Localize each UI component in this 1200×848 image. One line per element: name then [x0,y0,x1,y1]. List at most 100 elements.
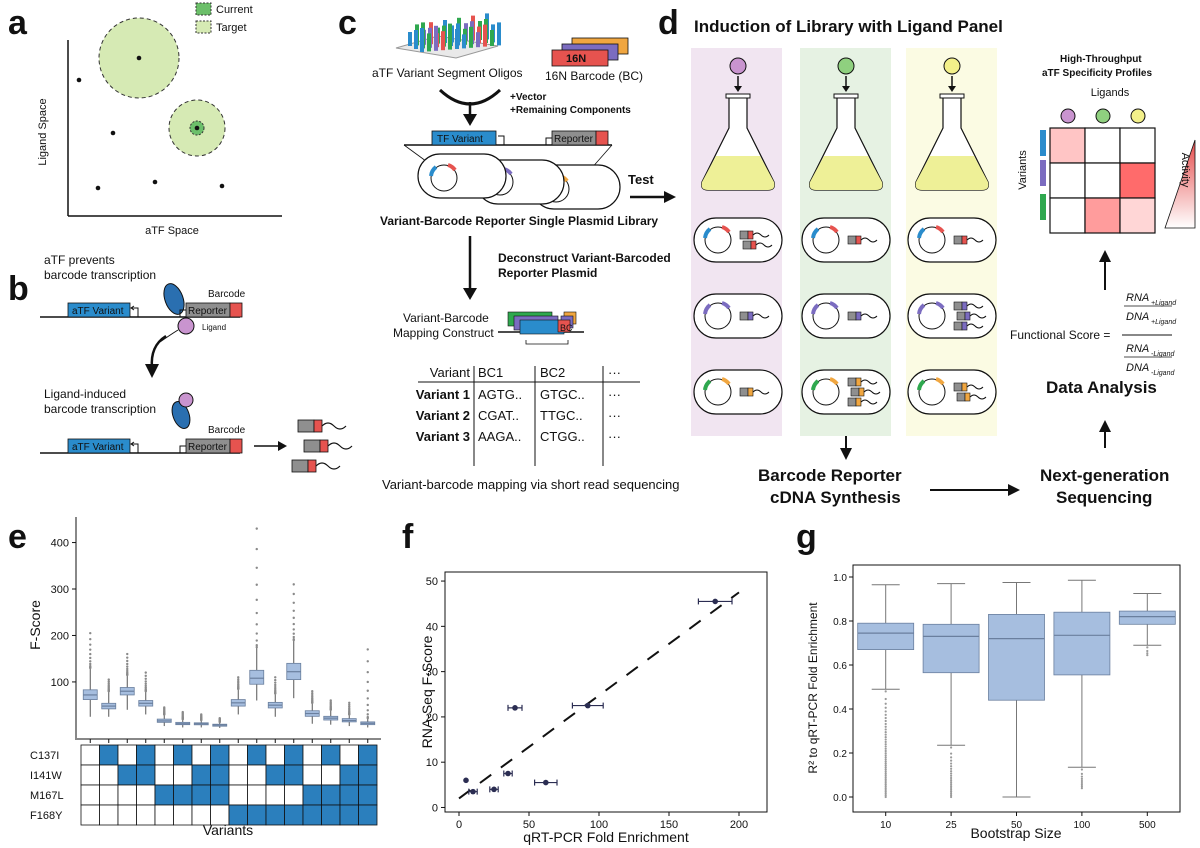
e-matrix-cell [358,764,378,786]
ligand-arrowhead [842,86,850,92]
e-mutation-label: I141W [30,770,62,782]
transcript-barcode [855,311,862,321]
b-transcripts [291,419,353,473]
d-score-label: Functional Score = [1010,328,1110,342]
oligo-strand [462,34,466,49]
e-matrix-cell [80,804,100,826]
panel-c: aTF Variant Segment Oligos 16N 16N Barco… [372,13,680,492]
e-ytick-label: 100 [51,677,69,689]
f-point [712,598,718,605]
b-reporter-label: Reporter [188,306,228,317]
e-ylabel: F-Score [27,600,43,650]
e-outlier [89,662,92,666]
e-outlier [144,682,147,686]
transcript-barcode [964,392,971,402]
g-ytick-label: 0.0 [833,793,847,804]
e-outlier [255,611,258,615]
g-outlier [884,774,887,777]
c-row1-name: Variant 1 [416,387,470,402]
c-mapping-variants [519,319,565,335]
c-row2-bc2: TTGC.. [540,408,583,423]
oligo-strand [441,31,445,51]
cell [693,293,783,339]
g-outlier [884,690,887,693]
variant-points [76,55,225,191]
heatmap-cell [1084,197,1121,234]
transcript-barcode [961,382,968,392]
e-outlier [144,677,147,680]
e-outlier [292,616,295,620]
g-outlier [950,784,953,788]
g-xlabel: Bootstrap Size [970,825,1061,841]
g-outlier [950,783,953,786]
e-matrix-cell [284,804,304,826]
oligo-strand [414,30,418,49]
e-matrix-cell [136,764,156,786]
g-box [857,622,915,651]
c-merge-arrow [438,88,502,106]
d-ngs-2: Sequencing [1056,488,1152,507]
e-outlier [255,598,258,602]
panel-letter-f: f [402,518,414,556]
e-outlier [292,632,295,635]
e-matrix-cell [136,744,156,766]
g-box [1118,610,1176,625]
c-deconstruct-2: Reporter Plasmid [498,266,597,280]
transcript-tail [755,242,773,248]
plasmid-variant [703,379,712,391]
g-xtick-label: 25 [946,820,958,831]
g-outlier [884,764,887,767]
g-outlier [884,697,887,701]
d-rna-minus-sub: -Ligand [1151,351,1175,358]
e-outlier [255,566,258,570]
e-outlier [366,648,369,651]
oligo-strand [476,32,480,48]
c-barcode-label: 16N Barcode (BC) [545,69,643,83]
plasmid-barcode [721,225,731,234]
e-outlier [292,609,295,612]
e-outlier [107,682,110,685]
transcript-barcode [750,240,757,250]
heatmap-cell [1119,127,1156,164]
oligo-strand [420,28,424,52]
transcript-reporter [953,321,963,331]
transcript-tail [966,303,984,309]
ligand-arrowhead [734,86,742,92]
g-outlier [884,702,887,705]
plasmid-variant [811,227,820,239]
legend-target-swatch [195,20,212,34]
c-mapping-2: Mapping Construct [393,326,494,340]
g-xtick-label: 50 [1011,820,1023,831]
g-outlier [884,752,887,755]
e-ytick-label: 300 [51,584,69,596]
e-matrix-cell [80,784,100,806]
e-matrix-cell [80,764,100,786]
c-tf-variant-label: TF Variant [437,134,483,145]
e-outlier [274,685,277,689]
transcript-tail [863,389,881,395]
e-matrix-cell [358,744,378,766]
g-ytick-label: 0.8 [833,617,847,628]
b-atf-variant-label-2: aTF Variant [72,442,124,453]
e-outlier [366,713,369,716]
g-outlier [1146,646,1149,649]
e-ytick-label: 200 [51,630,69,642]
e-outlier [237,678,240,681]
e-xlabel: Variants [203,822,253,838]
g-outlier [884,733,887,736]
transcript-tail [860,399,878,405]
g-outlier [884,706,887,709]
transcript-reporter [739,311,749,321]
e-outlier [144,684,147,688]
g-outlier [884,719,887,723]
e-outlier [181,710,184,714]
e-matrix-cell [302,764,322,786]
panel-letter-e: e [8,518,27,556]
e-outlier [366,689,369,692]
e-matrix-cell [117,784,137,806]
transcript-tail [752,313,770,319]
g-xtick-label: 10 [880,820,892,831]
g-outlier [884,758,887,761]
c-table-head-bc1: BC1 [478,365,503,380]
